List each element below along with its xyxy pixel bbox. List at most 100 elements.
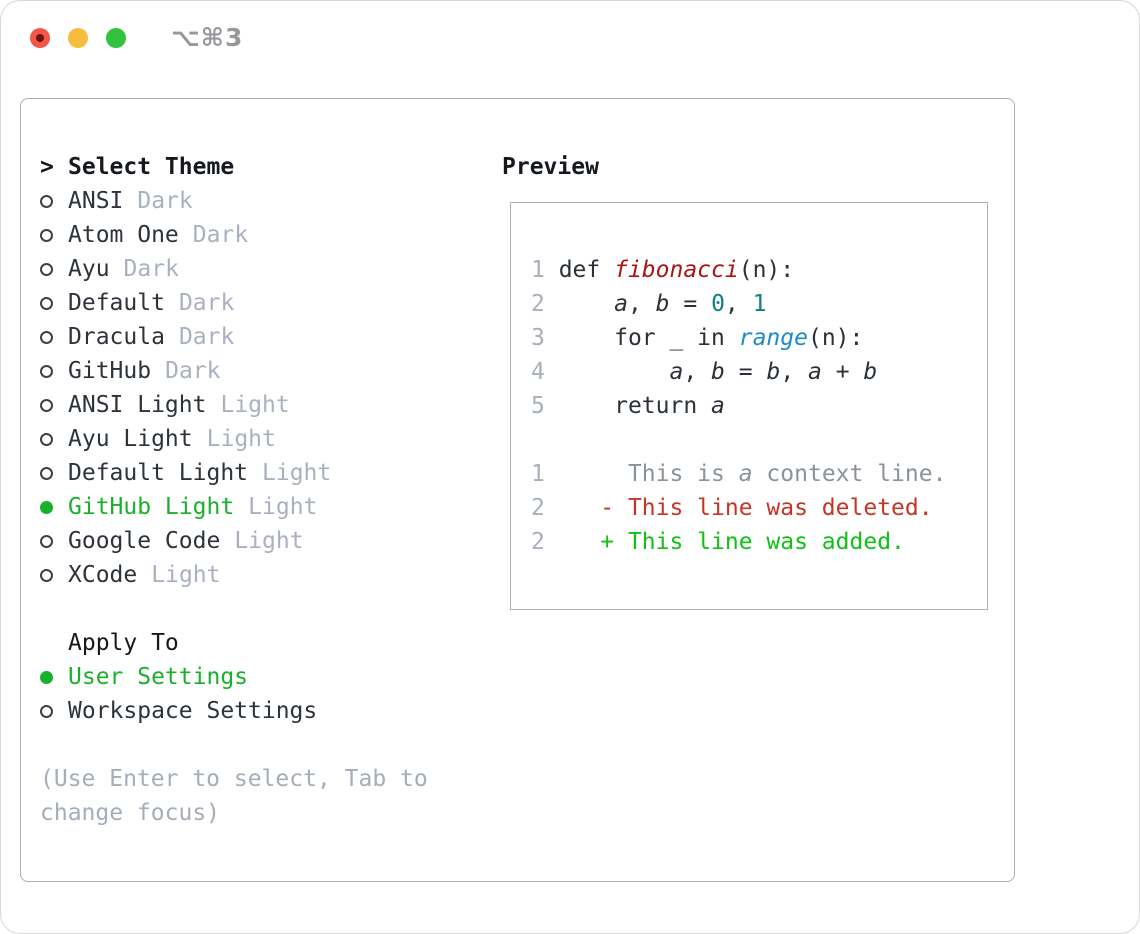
option-label: GitHub Light: [68, 494, 235, 520]
code-token: =: [669, 291, 712, 317]
option-variant-label: Dark: [165, 358, 221, 384]
code-token: [559, 359, 670, 385]
apply-to-header: Apply To: [68, 630, 179, 656]
radio-icon: [40, 398, 53, 412]
option-label: Ayu Light: [68, 426, 193, 452]
preview-column: Preview 1 def fibonacci(n):2 a, b = 0, 1…: [502, 150, 988, 610]
radio-icon: [40, 296, 53, 310]
option-variant-label: Dark: [178, 290, 235, 316]
select-theme-header: >Select Theme: [40, 150, 428, 184]
radio-icon: [40, 704, 53, 718]
code-token: range: [738, 325, 808, 351]
option-label: Default: [68, 290, 165, 316]
option-label: User Settings: [68, 664, 249, 690]
theme-option-default-light[interactable]: Default Light Light: [40, 456, 428, 490]
code-token: def: [558, 257, 615, 283]
theme-option-github[interactable]: GitHub Dark: [40, 354, 428, 388]
unsaved-indicator-dot: [36, 34, 44, 42]
code-token: (n):: [738, 257, 795, 283]
radio-icon: [40, 568, 53, 582]
gap: [40, 592, 428, 626]
focus-caret-icon: >: [40, 154, 54, 180]
option-label: ANSI: [68, 188, 124, 214]
line-number: 4: [531, 359, 559, 385]
radio-selected-icon: [40, 670, 53, 684]
code-token: 0: [711, 291, 725, 317]
close-button[interactable]: [30, 28, 50, 48]
code-line: 5 return a: [531, 389, 987, 423]
titlebar: ⌥⌘3: [1, 1, 1139, 75]
code-token: This is: [558, 461, 739, 487]
code-token: context line.: [752, 461, 947, 487]
option-variant-label: Dark: [137, 188, 193, 214]
radio-icon: [40, 194, 53, 208]
radio-icon: [40, 534, 53, 548]
theme-option-default[interactable]: Default Dark: [40, 286, 428, 320]
code-token: ,: [627, 291, 656, 317]
code-token: for _ in: [558, 325, 739, 351]
apply-option-user-settings[interactable]: User Settings: [40, 660, 428, 694]
code-line: 2 - This line was deleted.: [531, 491, 987, 525]
code-token: ,: [780, 359, 809, 385]
option-variant-label: Light: [206, 426, 276, 452]
option-variant-label: Light: [262, 460, 332, 486]
code-token: ,: [724, 291, 753, 317]
code-token: a: [808, 359, 822, 385]
zoom-button[interactable]: [106, 28, 126, 48]
theme-option-dracula[interactable]: Dracula Dark: [40, 320, 428, 354]
theme-option-github-light[interactable]: GitHub Light Light: [40, 490, 428, 524]
option-label: GitHub: [68, 358, 152, 384]
radio-icon: [40, 432, 53, 446]
radio-icon: [40, 262, 53, 276]
radio-icon: [40, 330, 53, 344]
line-number: 3: [531, 325, 559, 351]
code-token: =: [724, 359, 767, 385]
option-variant-label: Dark: [178, 324, 235, 350]
code-token: b: [766, 359, 781, 385]
theme-option-ansi[interactable]: ANSI Dark: [40, 184, 428, 218]
option-label: Default Light: [68, 460, 249, 486]
code-token: + This line was added.: [558, 529, 905, 555]
theme-option-google-code[interactable]: Google Code Light: [40, 524, 428, 558]
option-variant-label: Light: [234, 528, 304, 554]
code-token: +: [821, 359, 864, 385]
code-line: [531, 423, 987, 457]
line-number: 2: [531, 291, 559, 317]
code-token: 1: [752, 291, 767, 317]
code-token: (n):: [807, 325, 864, 351]
code-line: 2 a, b = 0, 1: [531, 287, 987, 321]
radio-icon: [40, 466, 53, 480]
code-token: return: [558, 393, 712, 419]
minimize-button[interactable]: [68, 28, 88, 48]
apply-option-workspace-settings[interactable]: Workspace Settings: [40, 694, 428, 728]
code-line: 3 for _ in range(n):: [531, 321, 987, 355]
code-token: a: [738, 461, 753, 487]
code-line: 2 + This line was added.: [531, 525, 987, 559]
option-label: Google Code: [68, 528, 221, 554]
code-token: b: [863, 359, 878, 385]
code-token: - This line was deleted.: [558, 495, 933, 521]
gap: [40, 728, 428, 762]
option-label: Dracula: [68, 324, 165, 350]
line-number: 2: [531, 529, 559, 555]
code-line: 4 a, b = b, a + b: [531, 355, 987, 389]
line-number: 1: [531, 257, 559, 283]
code-line: 1 This is a context line.: [531, 457, 987, 491]
code-token: fibonacci: [614, 257, 739, 283]
code-token: a: [614, 291, 628, 317]
theme-option-ayu-light[interactable]: Ayu Light Light: [40, 422, 428, 456]
option-variant-label: Light: [248, 494, 318, 520]
option-variant-label: Dark: [123, 256, 179, 282]
code-line: 1 def fibonacci(n):: [531, 253, 987, 287]
option-label: ANSI Light: [68, 392, 207, 418]
